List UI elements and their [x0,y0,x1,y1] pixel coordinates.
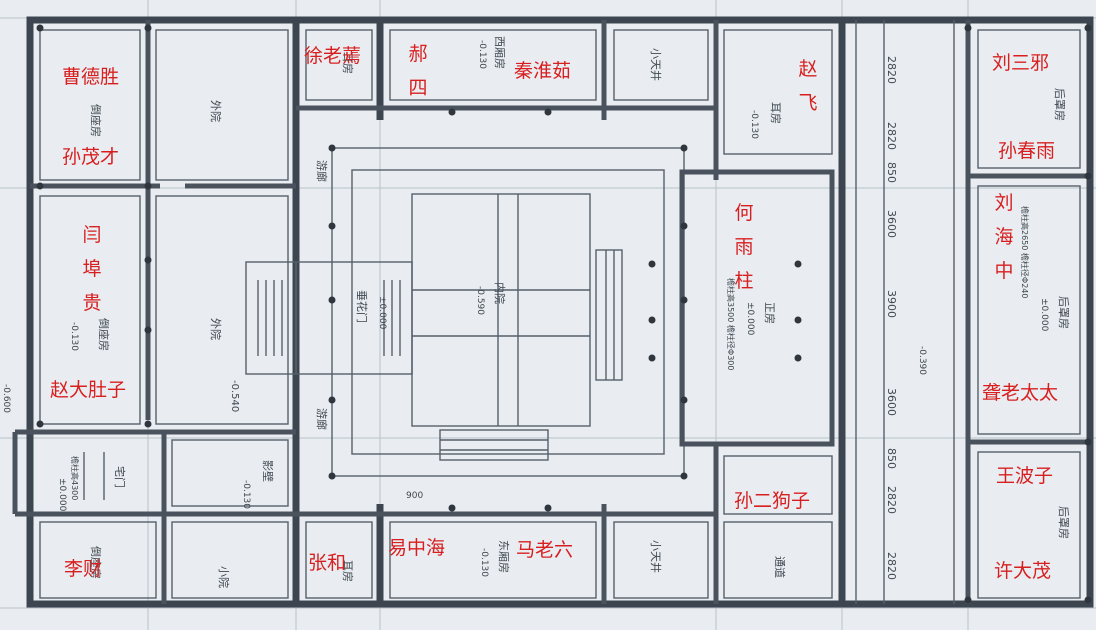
columns [36,24,1092,604]
label-outer-elev: -0.540 [229,380,240,412]
label-screen-wall: 影壁 [261,460,275,482]
dimension-9: 2820 [885,552,898,580]
label-daozuo-2: 倒座房 [97,318,111,351]
label-bottom-note: 900 [406,491,423,501]
label-gate-elev: ±0.000 [57,478,67,512]
dimension-3: 850 [885,162,898,183]
west-wing-walls [12,20,296,604]
label-back-row-room-note: 檐柱高2650 檐柱径Φ240 [1020,206,1030,298]
inner-courtyard [296,20,719,604]
resident-ma-laoliu: 马老六 [516,539,574,561]
dimension-5: 3900 [885,290,898,318]
label-main-house: 正房 [763,302,776,324]
label-ear-room-sw: 耳房 [341,560,354,582]
label-south-east-elev: -0.130 [479,548,489,577]
label-chuihua-gate: 垂花门 [355,290,369,323]
label-inner-court-elev: -0.590 [475,286,485,315]
dimension-2: 2820 [885,122,898,150]
dimension-6: 3600 [885,388,898,416]
label-gate: 宅门 [113,466,127,488]
label-left-margin-elev: -0.600 [1,384,11,413]
label-main-house-note: 檐柱高3500 檐柱径Φ300 [726,278,736,370]
label-outer-court-mid: 外院 [209,318,223,340]
label-small-court: 小院 [217,566,231,588]
label-gate-note: 檐柱高4300 [70,456,80,500]
label-north-west-room: 西厢房 [493,36,506,69]
label-ear-room-ne: 耳房 [769,102,782,124]
resident-he-yuzhu: 何雨柱 [734,202,754,292]
resident-xu-damao: 许大茂 [994,560,1052,582]
resident-li-cai: 李财 [64,558,103,580]
label-court-elev-2: -0.130 [241,480,251,509]
label-daozuo-2-elev: -0.130 [69,322,79,351]
main-house [679,29,835,599]
resident-sun-maocai: 孙茂才 [62,146,120,168]
resident-long-laotaitai: 聋老太太 [982,382,1059,404]
resident-sun-chunyu: 孙春雨 [998,140,1056,162]
resident-zhang-he: 张和 [308,552,347,574]
resident-hao-si: 郝四 [408,43,428,99]
label-ear-room-nw: 耳房 [341,52,354,74]
label-small-patio-top: 小天井 [649,48,663,81]
back-row-walls [855,20,1090,604]
dimension-4: 3600 [885,210,898,238]
label-back-row-room-3: 后罩房 [1057,506,1070,539]
label-daozuo-3: 倒座房 [89,546,103,579]
label-north-west-elev: -0.130 [477,40,487,69]
label-back-row-room-2-elev: ±0.000 [1039,298,1049,332]
label-east-passage-elev: -0.390 [917,346,927,375]
resident-zhao-fei: 赵飞 [798,58,818,114]
resident-yi-zhonghai: 易中海 [388,537,446,559]
resident-qin-huairu: 秦淮茹 [514,60,572,82]
label-corridor-2: 游廊 [315,408,329,430]
label-chuihua-elev: ±0.000 [377,296,387,330]
resident-cao-desheng: 曹德胜 [62,66,120,88]
dimension-1: 2820 [885,56,898,84]
label-main-house-elev: ±0.000 [745,302,755,336]
label-back-row-room-1: 后罩房 [1053,88,1066,121]
dimension-7: 850 [885,448,898,469]
resident-xu-laoyan: 徐老蔫 [304,45,362,67]
resident-zhao-daduzi: 赵大肚子 [50,379,127,401]
label-daozuo-1: 倒座房 [89,104,103,137]
resident-yan-fugui: 闫埠贵 [82,224,102,314]
dimension-chain: 2820 2820 850 3600 3900 3600 850 2820 28… [883,20,898,604]
label-south-east-room: 东厢房 [497,540,510,573]
label-outer-court-top: 外院 [209,100,223,122]
resident-liu-sanxie: 刘三邪 [992,52,1050,74]
resident-wang-bozi: 王波子 [996,465,1054,487]
label-ear-room-ne-elev: -0.130 [749,110,759,139]
resident-liu-haizhong: 刘海中 [994,192,1014,282]
dimension-8: 2820 [885,486,898,514]
label-passage: 通道 [773,556,787,578]
label-corridor-1: 游廊 [315,160,329,182]
resident-sun-ergouzi: 孙二狗子 [734,490,811,512]
label-small-patio-bottom: 小天井 [649,540,663,573]
room-labels: 外院 外院 -0.540 小院 倒座房 倒座房 -0.130 倒座房 宅门 ±0… [1,36,1070,588]
label-inner-court: 内院 [493,282,507,304]
label-back-row-room-2: 后罩房 [1057,296,1070,329]
